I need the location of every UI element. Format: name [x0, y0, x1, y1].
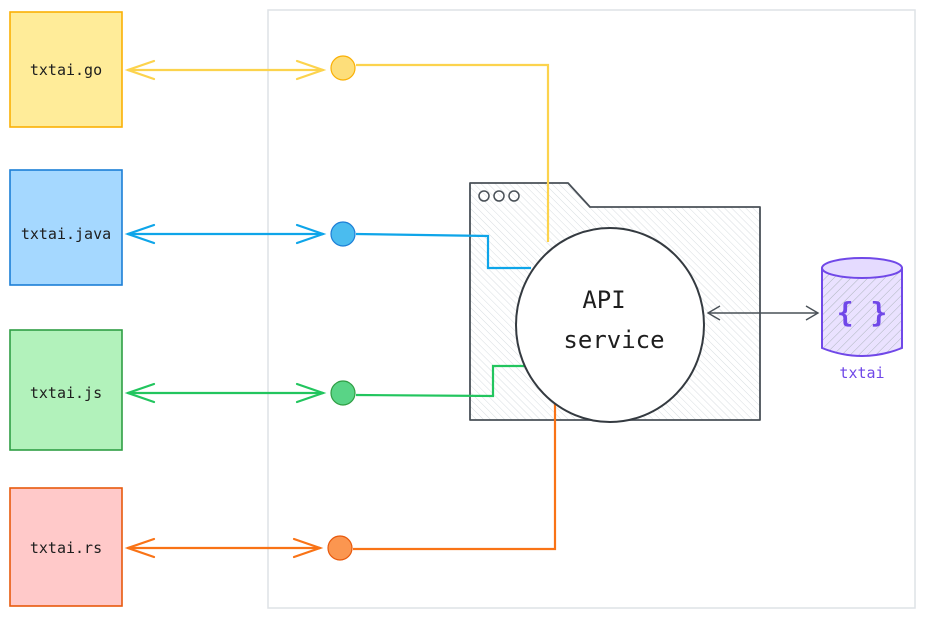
client-txtai-go: txtai.go [9, 11, 123, 128]
service-connector [355, 364, 540, 398]
database-node: { } txtai [821, 257, 903, 382]
window-dot-icon [478, 190, 490, 202]
api-service-label-line1: API [582, 286, 625, 314]
client-arrow [124, 382, 327, 404]
client-label: txtai.go [30, 61, 102, 79]
client-box [9, 169, 123, 286]
client-arrow [124, 223, 327, 245]
client-box [9, 11, 123, 128]
client-arrow [124, 59, 327, 81]
window-dot-icon [493, 190, 505, 202]
service-database-arrow [706, 305, 820, 321]
port-node [327, 535, 353, 561]
service-connector [353, 380, 557, 551]
clients-group: txtai.go txtai.java txtai.js txtai.rs [9, 11, 123, 607]
port-node [330, 221, 356, 247]
client-box [9, 487, 123, 607]
api-service-label-line2: service [563, 326, 664, 354]
api-service-node [515, 227, 705, 423]
client-txtai-js: txtai.js [9, 329, 123, 451]
service-connector [355, 232, 531, 270]
port-node [330, 380, 356, 406]
client-txtai-java: txtai.java [9, 169, 123, 286]
client-label: txtai.java [21, 225, 111, 243]
database-label: txtai [839, 364, 884, 382]
container-frame [267, 9, 916, 609]
connections-group [124, 55, 557, 561]
client-txtai-rs: txtai.rs [9, 487, 123, 607]
window-dot-icon [508, 190, 520, 202]
braces-icon: { } [837, 296, 888, 329]
database-top [821, 257, 903, 279]
service-connector [356, 63, 550, 242]
port-node [330, 55, 356, 81]
client-box [9, 329, 123, 451]
client-label: txtai.js [30, 384, 102, 402]
client-label: txtai.rs [30, 539, 102, 557]
database-cylinder [821, 268, 903, 357]
client-arrow [124, 537, 324, 559]
